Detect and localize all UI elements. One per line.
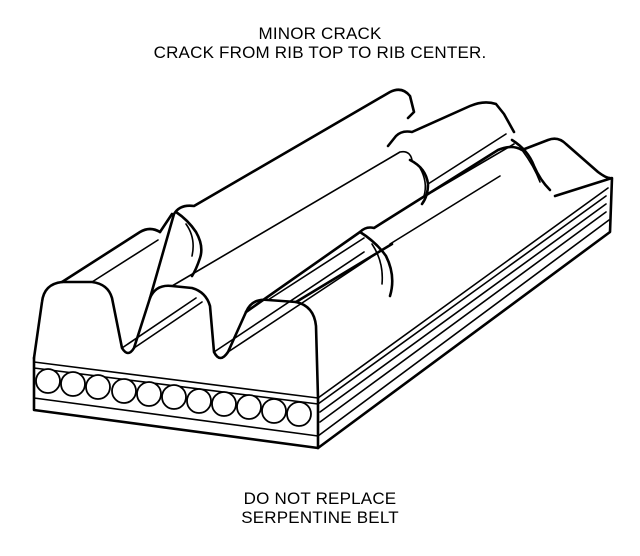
groove-left bbox=[121, 297, 203, 349]
cord bbox=[111, 378, 137, 404]
belt-outline bbox=[32, 176, 614, 450]
rib-middle-ridge bbox=[171, 150, 413, 287]
crack-rib-middle bbox=[174, 210, 203, 278]
rib-back-segment bbox=[386, 101, 516, 148]
crack-rib-right-inner bbox=[371, 243, 384, 285]
figure-caption-top: MINOR CRACK CRACK FROM RIB TOP TO RIB CE… bbox=[0, 24, 640, 62]
caption-title: MINOR CRACK bbox=[258, 24, 382, 43]
groove-middle bbox=[213, 251, 371, 353]
crack-rib-far bbox=[510, 138, 552, 192]
cord-layer-top bbox=[33, 187, 609, 399]
cord bbox=[85, 374, 111, 400]
cord bbox=[136, 381, 162, 407]
rib-left-ridge bbox=[91, 239, 159, 283]
rib-middle-rear bbox=[158, 212, 174, 234]
crack-rib-far-inner bbox=[521, 149, 541, 183]
caption-description: CRACK FROM RIB TOP TO RIB CENTER. bbox=[153, 43, 487, 62]
crack-rib-right bbox=[358, 230, 394, 298]
rib-left-top bbox=[60, 227, 162, 284]
crack-rib-back-inner bbox=[419, 167, 427, 197]
cord bbox=[60, 371, 86, 397]
cord-layer-side-lines bbox=[317, 195, 607, 423]
rib-right-ridge bbox=[267, 175, 501, 301]
figure-caption-bottom: DO NOT REPLACE SERPENTINE BELT bbox=[0, 489, 640, 527]
cord bbox=[161, 384, 187, 410]
caption-action: DO NOT REPLACE bbox=[243, 489, 397, 508]
rib-right-side bbox=[294, 242, 394, 304]
rib-middle-top bbox=[148, 88, 416, 300]
crack-rib-middle-inner bbox=[185, 223, 194, 257]
cord bbox=[261, 398, 287, 424]
cord-layer-bottom bbox=[33, 219, 610, 437]
cord bbox=[35, 368, 61, 394]
groove-back bbox=[427, 133, 515, 193]
cord bbox=[186, 388, 212, 414]
tensile-cords bbox=[35, 368, 312, 427]
cord bbox=[211, 391, 237, 417]
cord bbox=[286, 401, 312, 427]
caption-component: SERPENTINE BELT bbox=[241, 508, 399, 527]
cord bbox=[236, 394, 262, 420]
